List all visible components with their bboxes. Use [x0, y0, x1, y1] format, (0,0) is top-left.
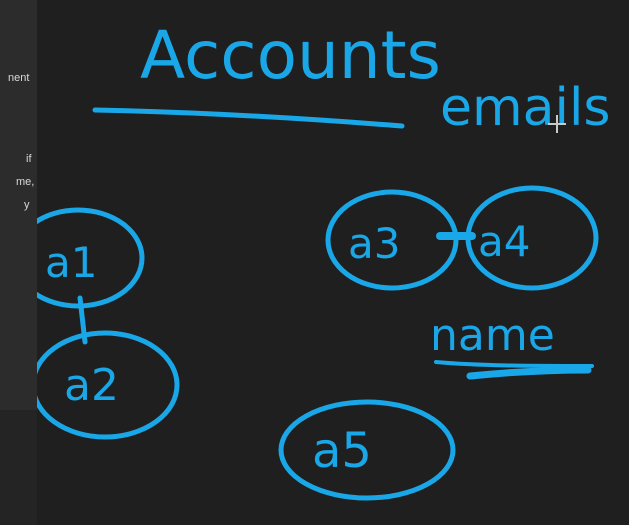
side-text-line-1: nent [8, 72, 30, 84]
label-name: name [430, 310, 555, 361]
node-a3-label: a3 [348, 219, 400, 268]
side-text-line-4: y [24, 199, 30, 211]
name-underline-2 [466, 366, 592, 380]
node-a5-label: a5 [312, 423, 372, 479]
whiteboard-canvas[interactable]: Accounts emails a1 a2 a3 a4 name [37, 0, 629, 525]
label-emails: emails [440, 78, 611, 138]
node-a2-label: a2 [64, 360, 119, 411]
node-a5-circle [278, 399, 456, 501]
node-a1-label: a1 [45, 238, 97, 287]
crosshair-cursor-icon [548, 115, 566, 133]
whiteboard-drawing: Accounts emails a1 a2 a3 a4 name [37, 17, 611, 501]
node-a2-circle [37, 330, 180, 440]
title-accounts: Accounts [140, 17, 441, 94]
side-panel-footer [0, 410, 37, 525]
name-underline-1 [434, 360, 594, 368]
side-document-panel: nent if me, y [0, 0, 37, 525]
node-a1-circle [37, 207, 145, 309]
node-a4-label: a4 [478, 217, 530, 266]
side-text-line-2: if [26, 153, 32, 165]
side-text-line-3: me, [16, 176, 35, 188]
title-underline [92, 107, 405, 129]
node-a4-circle [465, 185, 599, 291]
